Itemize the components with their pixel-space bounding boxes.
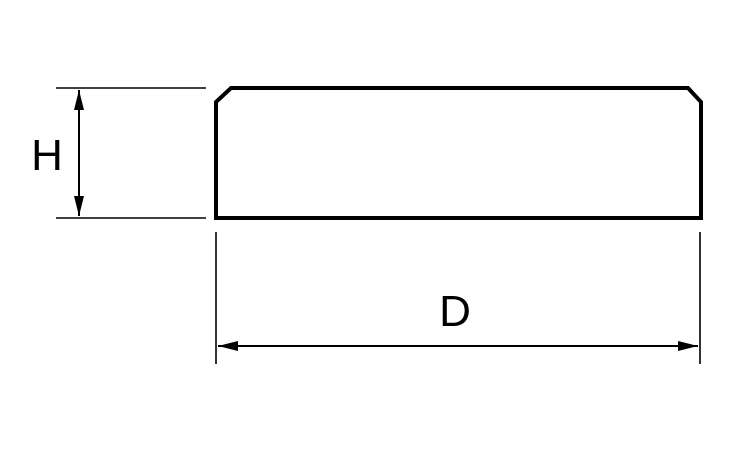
- height-label: H: [31, 131, 63, 180]
- part-outline: [214, 86, 703, 220]
- diameter-label: D: [439, 287, 471, 336]
